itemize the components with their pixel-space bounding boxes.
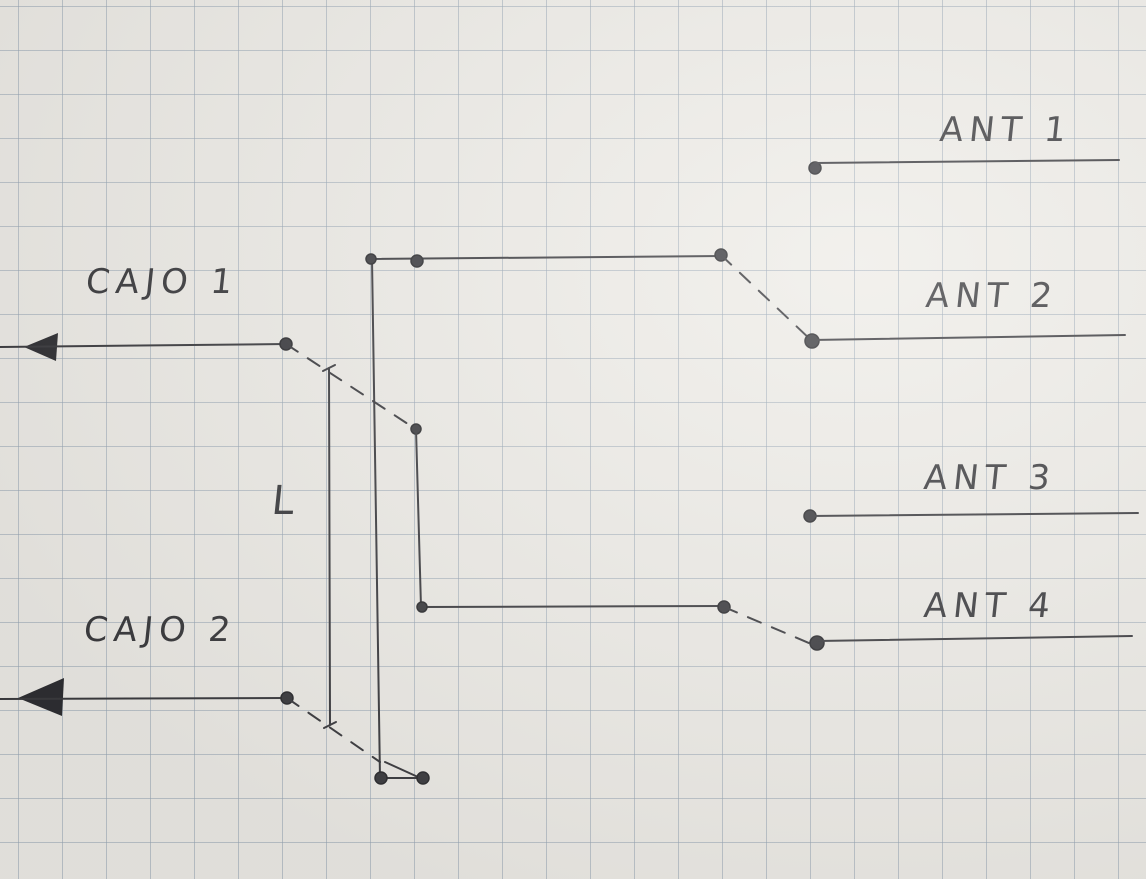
ant-4-line	[816, 635, 1133, 642]
ant-2-label: ANT 2	[923, 276, 1061, 316]
inner-vertical-wire	[415, 428, 422, 608]
top-switch-arm	[720, 254, 813, 342]
bottom-contact-node-left	[374, 771, 388, 785]
ant-4-label: ANT 4	[921, 586, 1059, 626]
bottom-contact-diagonal	[384, 761, 419, 778]
mechanical-link-top-tick	[322, 364, 336, 372]
cable-1-line	[0, 343, 287, 348]
cable-2-arrowhead	[18, 678, 64, 716]
bottom-contact-node-right	[416, 771, 430, 785]
ant-2-line	[811, 334, 1126, 341]
outer-vertical-wire	[371, 258, 381, 779]
top-bus-node-left	[365, 253, 377, 265]
lower-bus-node-left	[416, 601, 428, 613]
top-bus-node-inner	[410, 254, 424, 268]
ant-4-node	[809, 635, 825, 651]
cable-1-switch-arm	[285, 343, 415, 429]
ant-3-label: ANT 3	[921, 458, 1059, 498]
mechanical-link-line	[328, 367, 331, 726]
lower-bus-wire	[420, 605, 725, 608]
ant-1-line	[814, 159, 1120, 164]
cable-1-label: CAJO 1	[83, 262, 241, 302]
lower-switch-arm	[723, 606, 817, 647]
cable-2-switch-arm	[286, 697, 381, 763]
cable-2-label: CAJO 2	[81, 610, 239, 650]
ant-3-line	[809, 512, 1139, 517]
mechanical-link-bottom-tick	[323, 721, 337, 729]
mechanical-link-label: L	[269, 478, 303, 524]
cable-2-line	[0, 697, 288, 700]
ant-1-label: ANT 1	[937, 110, 1075, 150]
top-bus-wire	[367, 255, 723, 260]
